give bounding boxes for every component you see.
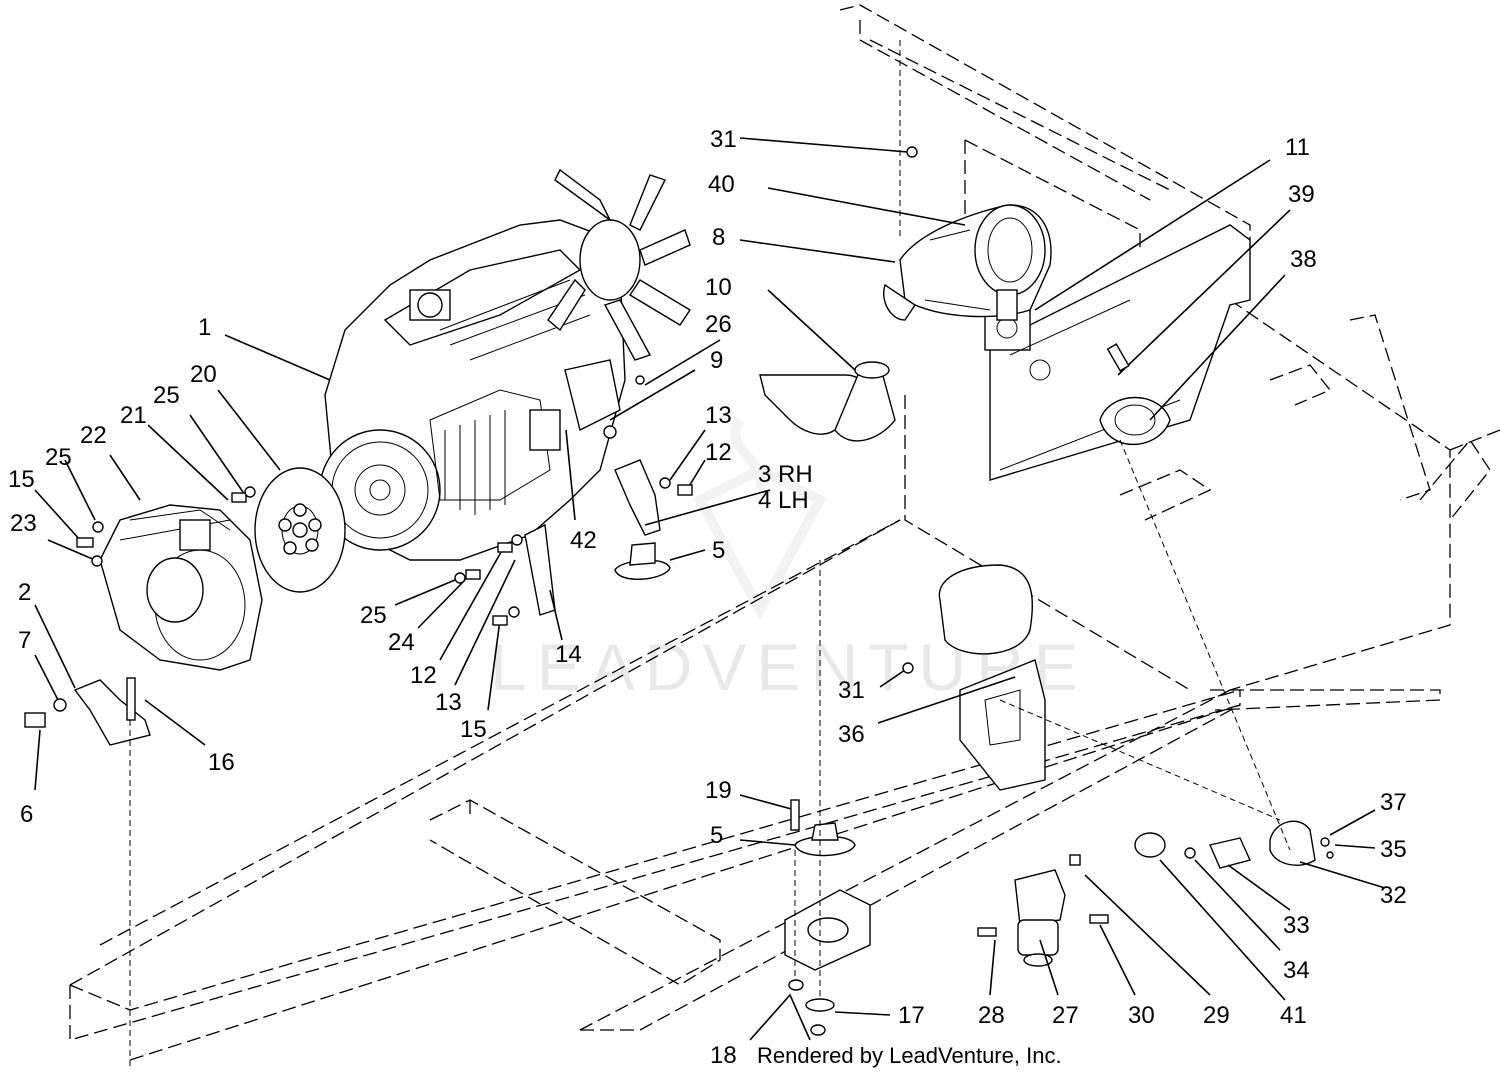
callout-34: 34 xyxy=(1283,957,1310,984)
callout-21: 21 xyxy=(120,402,147,429)
callout-38: 38 xyxy=(1290,246,1317,273)
callout-20: 20 xyxy=(190,361,217,388)
callout-13: 13 xyxy=(435,689,462,716)
callout-11: 11 xyxy=(1285,134,1310,161)
callout-19: 19 xyxy=(705,777,732,804)
callout-10: 10 xyxy=(705,274,732,301)
callout-15: 15 xyxy=(8,466,35,493)
assembly-centerlines xyxy=(129,40,1291,1070)
callout-39: 39 xyxy=(1288,181,1315,208)
hardware-fasteners xyxy=(24,146,1334,1036)
callout-1: 1 xyxy=(198,314,211,341)
callout-9: 9 xyxy=(710,347,723,374)
inline-filter xyxy=(1209,837,1251,869)
callout-29: 29 xyxy=(1203,1002,1230,1029)
callout-27: 27 xyxy=(1052,1002,1079,1029)
callout-12: 12 xyxy=(410,662,437,689)
callout-23: 23 xyxy=(10,510,37,537)
callout-13: 13 xyxy=(705,402,732,429)
bell-housing xyxy=(99,504,263,671)
callout-16: 16 xyxy=(208,749,235,776)
callout-22: 22 xyxy=(80,422,107,449)
callout-4-lh: 4 LH xyxy=(758,487,809,514)
engine-mount-bracket xyxy=(614,459,671,580)
callout-31: 31 xyxy=(710,126,737,153)
callout-25: 25 xyxy=(45,444,72,471)
callout-5: 5 xyxy=(712,537,725,564)
callout-31: 31 xyxy=(838,677,865,704)
callout-28: 28 xyxy=(978,1002,1005,1029)
callout-33: 33 xyxy=(1283,912,1310,939)
callout-7: 7 xyxy=(18,627,31,654)
callout-14: 14 xyxy=(555,641,582,668)
fuel-tank-bracket xyxy=(938,564,1046,791)
callout-17: 17 xyxy=(898,1002,925,1029)
flex-plate xyxy=(254,467,346,593)
frame-assembly xyxy=(69,4,1500,1061)
watermark-logo xyxy=(693,417,827,621)
callout-2: 2 xyxy=(18,579,31,606)
callout-30: 30 xyxy=(1128,1002,1155,1029)
callout-labels: 1 20 25 21 22 25 15 23 2 7 6 16 25 24 12… xyxy=(8,126,1407,1069)
credit-text: Rendered by LeadVenture, Inc. xyxy=(757,1043,1062,1068)
callout-32: 32 xyxy=(1380,882,1407,909)
hose-clamp xyxy=(1134,832,1166,858)
callout-24: 24 xyxy=(388,629,415,656)
front-mount-bracket xyxy=(73,679,151,746)
callout-26: 26 xyxy=(705,311,732,338)
callout-15: 15 xyxy=(460,716,487,743)
lower-mount xyxy=(784,822,871,971)
precleaner-cap xyxy=(1099,396,1171,446)
callout-37: 37 xyxy=(1380,789,1407,816)
callout-41: 41 xyxy=(1280,1002,1307,1029)
callout-36: 36 xyxy=(838,721,865,748)
engine-assembly xyxy=(319,168,691,561)
air-cleaner xyxy=(883,204,1052,321)
fuel-filter xyxy=(1014,869,1066,967)
callout-25: 25 xyxy=(153,382,180,409)
side-plate-bracket xyxy=(524,523,556,616)
callout-12: 12 xyxy=(705,439,732,466)
cooling-fan xyxy=(547,168,691,361)
callout-5: 5 xyxy=(710,822,723,849)
leader-lines xyxy=(34,137,1386,1041)
callout-6: 6 xyxy=(20,801,33,828)
callout-42: 42 xyxy=(570,527,597,554)
callout-8: 8 xyxy=(712,224,725,251)
callout-25: 25 xyxy=(360,602,387,629)
callout-35: 35 xyxy=(1380,836,1407,863)
fuel-pump xyxy=(1269,820,1316,866)
callout-18: 18 xyxy=(710,1042,737,1069)
intake-hose xyxy=(759,361,896,442)
callout-40: 40 xyxy=(708,171,735,198)
callout-3-rh: 3 RH xyxy=(758,461,813,488)
